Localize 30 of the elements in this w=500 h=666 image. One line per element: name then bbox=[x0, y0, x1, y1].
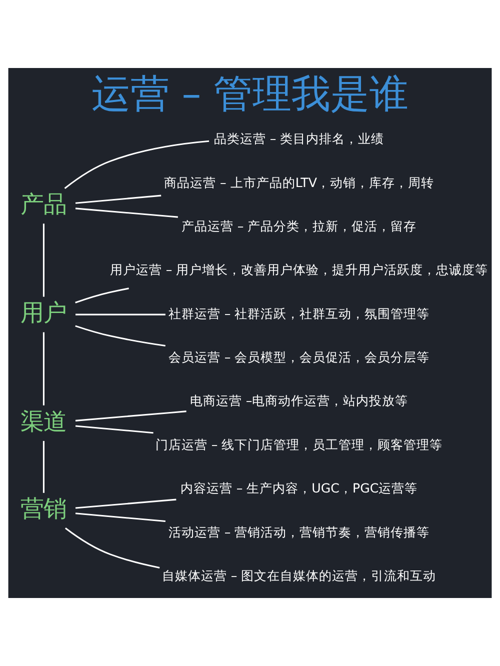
diagram-title: 运营 – 管理我是谁 bbox=[91, 72, 409, 117]
node-text: 内容运营 – 生产内容，UGC，PGC运营等 bbox=[180, 480, 418, 496]
node-text: 会员运营 – 会员模型，会员促活，会员分层等 bbox=[168, 350, 430, 365]
connector bbox=[64, 528, 160, 568]
node-text: 商品运营 – 上市产品的LTV，动销，库存，周转 bbox=[164, 174, 434, 190]
node-text: 用户 bbox=[20, 300, 67, 327]
node-text: 门店运营 – 线下门店管理，员工管理，顾客管理等 bbox=[155, 436, 443, 452]
connector bbox=[76, 314, 166, 316]
node-text: 渠道 bbox=[20, 408, 67, 436]
connector bbox=[42, 332, 44, 406]
connector bbox=[75, 194, 162, 204]
node-text: 营销 bbox=[20, 496, 67, 523]
connector bbox=[64, 140, 210, 189]
node-text: 品类运营 – 类目内排名，业绩 bbox=[214, 131, 384, 146]
node-text: 自媒体运营 – 图文在自媒体的运营，引流和互动 bbox=[162, 568, 436, 583]
connector bbox=[75, 498, 176, 509]
node-text: 电商运营 –电商动作运营，站内投放等 bbox=[190, 393, 408, 408]
connector bbox=[75, 325, 166, 347]
node-text: 用户运营 – 用户增长，改善用户体验，提升用户活跃度，忠诚度等 bbox=[110, 262, 488, 278]
node-text: 活动运营 – 营销活动，营销节奏，营销传播等 bbox=[168, 524, 430, 540]
connector bbox=[75, 425, 154, 434]
node-text: 产品运营 – 产品分类，拉新，促活，留存 bbox=[181, 218, 417, 234]
node-text: 社群运营 – 社群活跃，社群互动，氛围管理等 bbox=[168, 306, 430, 321]
node-text: 产品 bbox=[20, 190, 67, 218]
connector bbox=[75, 288, 129, 304]
connector bbox=[42, 440, 44, 493]
connector bbox=[42, 224, 44, 297]
connector bbox=[75, 512, 166, 522]
connector bbox=[75, 410, 186, 422]
connector bbox=[75, 208, 178, 218]
